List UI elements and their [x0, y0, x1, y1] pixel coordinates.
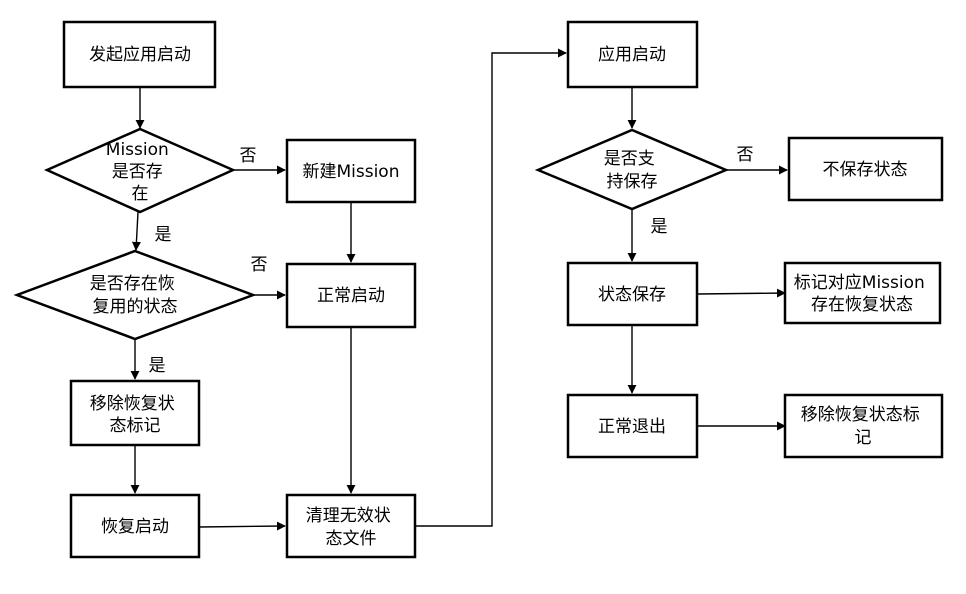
- node-label: 发起应用启动: [89, 45, 191, 65]
- node-label: 移除恢复状 态标记: [90, 394, 180, 436]
- node-label: 状态保存: [598, 285, 666, 305]
- edge-label-no: 否: [737, 145, 754, 165]
- edge-labels: 否 是 否 是 否 是: [149, 145, 754, 376]
- edge-label-no: 否: [251, 255, 268, 275]
- node-label: 标记对应Mission 存在恢复状态: [794, 273, 930, 315]
- node-label: 是否支 持保存: [604, 149, 660, 192]
- node-mark-mission: 标记对应Mission 存在恢复状态: [783, 261, 942, 325]
- node-remove-mark-2: 移除恢复状态标 记: [783, 393, 944, 459]
- node-has-recovery: 是否存在恢 复用的状态: [13, 249, 257, 341]
- node-app-start: 应用启动: [566, 20, 699, 89]
- node-normal-exit: 正常退出: [566, 393, 699, 459]
- arrow-recover-to-clean: [198, 521, 286, 531]
- node-label: 恢复启动: [101, 517, 169, 537]
- node-label: 新建Mission: [302, 162, 399, 182]
- edge-label-yes: 是: [155, 225, 172, 245]
- node-label: 清理无效状 态文件: [306, 506, 396, 549]
- node-label: 应用启动: [598, 45, 666, 65]
- connectors: [130, 48, 788, 531]
- node-label: 正常退出: [598, 417, 666, 437]
- node-start: 发起应用启动: [62, 20, 217, 89]
- arrow-clean-to-app-start: [416, 48, 567, 527]
- node-label: 不保存状态: [823, 160, 908, 180]
- node-save-state: 状态保存: [566, 261, 699, 327]
- node-label: Mission 是否存 在: [106, 140, 174, 204]
- node-label: 移除恢复状态标 记: [801, 405, 925, 448]
- node-support-save: 是否支 持保存: [534, 128, 730, 211]
- edge-label-yes: 是: [149, 356, 166, 376]
- node-new-mission: 新建Mission: [285, 138, 417, 204]
- node-recover-start: 恢复启动: [69, 493, 201, 559]
- arrow-save-to-mark: [697, 288, 786, 298]
- node-label: 正常启动: [317, 286, 385, 306]
- node-label: 是否存在恢 复用的状态: [90, 274, 180, 317]
- node-no-save: 不保存状态: [787, 136, 944, 202]
- edge-label-yes: 是: [651, 217, 668, 237]
- node-clean-files: 清理无效状 态文件: [285, 493, 417, 559]
- edge-label-no: 否: [240, 146, 257, 166]
- node-mission-exist: Mission 是否存 在: [43, 127, 237, 214]
- node-remove-mark: 移除恢复状 态标记: [69, 379, 201, 447]
- node-normal-start: 正常启动: [285, 262, 417, 329]
- arrow-mission-exist-yes: [131, 211, 141, 251]
